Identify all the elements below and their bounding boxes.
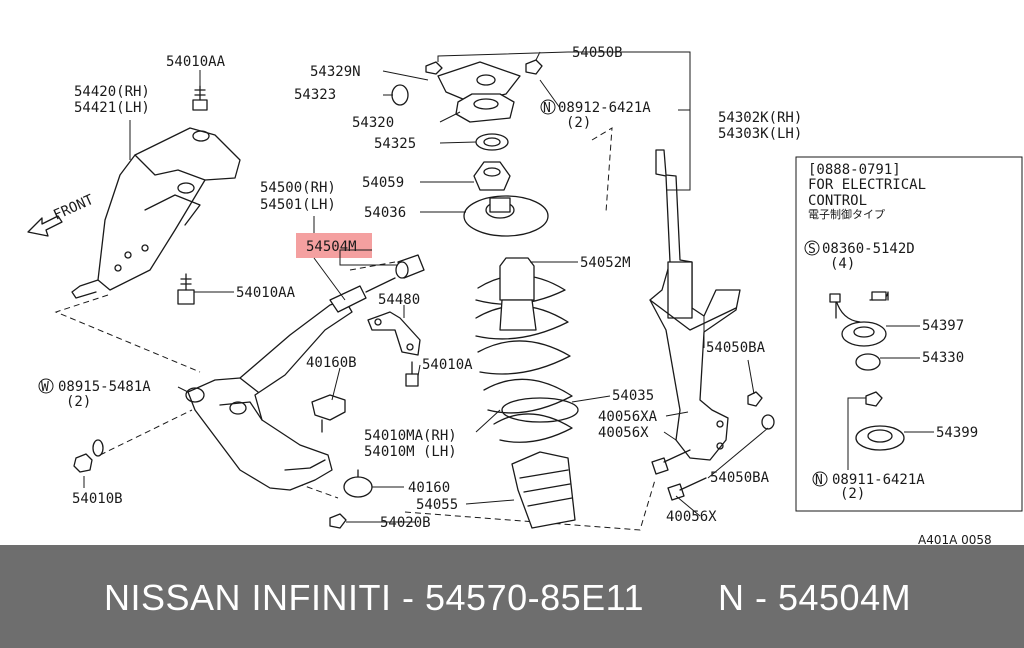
ball-joint-40160 [343,469,373,498]
bolt-40056XA [651,449,691,475]
inset-line2: CONTROL [808,193,867,209]
label-54052M: 54052M [580,255,631,271]
reference-code: A401A 0058 [918,533,992,545]
bolt-54010AA-top [192,85,208,111]
label-54050BA-top: 54050BA [706,340,766,356]
label-54420: 54420(RH) [74,84,150,100]
label-54303K: 54303K(LH) [718,126,802,142]
dust-boot-54055 [511,451,576,529]
inset-label-08360: 08360-5142D [822,241,915,257]
strut-assembly [649,149,741,461]
bound-bumper-54059 [473,161,511,191]
label-54329N: 54329N [310,64,361,80]
label-54055: 54055 [416,497,458,513]
label-54323: 54323 [294,87,336,103]
nut-54050BA-bot [761,414,775,430]
label-54302K: 54302K(RH) [718,110,802,126]
label-54325: 54325 [374,136,416,152]
label-54010B: 54010B [72,491,123,507]
label-54010M: 54010M (LH) [364,444,457,460]
label-54010AA-top: 54010AA [166,54,226,70]
label-54480: 54480 [378,292,420,308]
circle-w-letter: W [41,380,49,395]
lower-control-arm [185,299,353,491]
banner-part-number: NISSAN INFINITI - 54570-85E11 [104,577,645,618]
nut-54050B [525,59,543,75]
nut-54050BA-top [747,391,763,407]
label-40160: 40160 [408,480,450,496]
bolt-54010AA-mid [177,273,195,305]
bearing-54325 [475,133,509,151]
label-54421: 54421(LH) [74,100,150,116]
upper-mount-54320 [437,61,521,123]
label-08915: 08915-5481A [58,379,151,395]
label-54036: 54036 [364,205,406,221]
label-54320: 54320 [352,115,394,131]
label-54050B: 54050B [572,45,623,61]
label-54010A: 54010A [422,357,473,373]
label-54010AA-mid: 54010AA [236,285,296,301]
front-arrow-icon [27,215,63,237]
circle-n2-icon [812,471,828,487]
circle-w-icon [38,378,54,394]
highlight-box [296,233,372,258]
label-08912: 08912-6421A [558,100,651,116]
banner-diagram-ref: N - 54504M [718,577,912,618]
washer-54330 [855,353,881,371]
nut-inset [865,391,883,407]
tension-rod [329,277,396,313]
inset-line1: FOR ELECTRICAL [808,177,926,193]
sensor-54397 [829,291,889,347]
label-54010MA: 54010MA(RH) [364,428,457,444]
circle-n-letter: N [543,101,551,116]
bottom-banner: NISSAN INFINITI - 54570-85E11 N - 54504M [0,545,1024,648]
label-54035: 54035 [612,388,654,404]
label-54504M: 54504M [306,239,357,255]
spring-seat-54036 [463,195,549,237]
bracket-54480 [367,311,421,356]
inset-label-08360-qty: (4) [830,256,855,272]
label-08915-qty: (2) [66,394,91,410]
parts-diagram: 54010AA 54420(RH) 54421(LH) FRONT 54010A… [27,45,1023,545]
label-54050BA-bot: 54050BA [710,470,770,486]
circle-n-icon [540,99,556,115]
inset-label-54397: 54397 [922,318,964,334]
subframe-bracket [71,127,241,299]
inset-label-54330: 54330 [922,350,964,366]
bump-stop-54052M [499,257,537,331]
label-54501: 54501(LH) [260,197,336,213]
label-54020B: 54020B [380,515,431,531]
nut-54020B [329,513,347,529]
label-54500: 54500(RH) [260,180,336,196]
seat-54035 [501,397,579,423]
bushing-54504M [395,254,425,279]
bushing-54323 [391,84,409,106]
ball-joint-40160B [311,394,346,433]
nut-54010B [73,439,104,473]
label-40056X-b: 40056X [666,509,717,525]
nut-54329N [425,61,443,75]
inset-line3: 電子制御タイプ [808,207,885,221]
mount-54399 [855,425,905,451]
label-front: FRONT [51,192,97,224]
inset-label-54399: 54399 [936,425,978,441]
circle-n2-letter: N [815,473,823,488]
inset-electrical-control: [0888-0791] FOR ELECTRICAL CONTROL 電子制御タ… [795,156,1023,512]
inset-date-range: [0888-0791] [808,162,901,178]
inset-label-08911: 08911-6421A [832,472,925,488]
label-40160B: 40160B [306,355,357,371]
label-40056XA: 40056XA [598,409,658,425]
label-40056X-a: 40056X [598,425,649,441]
inset-label-08911-qty: (2) [840,486,865,502]
circle-s-letter: S [808,242,816,257]
circle-s-icon [804,240,820,256]
bolt-40056X [667,477,707,501]
nut-54010A [405,361,419,387]
label-08912-qty: (2) [566,115,591,131]
label-54059: 54059 [362,175,404,191]
